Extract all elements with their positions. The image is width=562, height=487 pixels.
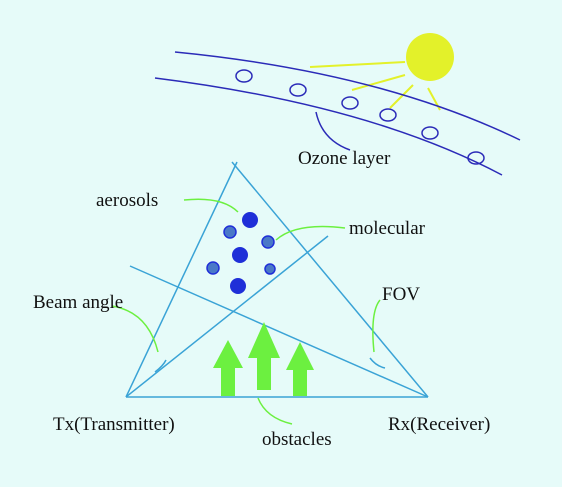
ozone-bubble	[341, 96, 359, 110]
aerosol-particle	[230, 278, 246, 294]
sun-ray	[309, 61, 406, 68]
fov-angle-arc	[369, 357, 386, 369]
receiver-label: Rx(Receiver)	[388, 414, 490, 435]
sun-ray	[351, 74, 406, 91]
up-arrow-icon	[286, 342, 314, 396]
ozone-bubble	[379, 108, 397, 122]
up-arrow-icon	[213, 340, 243, 396]
aerosols-leader	[183, 198, 239, 213]
transmitter-label: Tx(Transmitter)	[53, 414, 175, 435]
molecular-label: molecular	[349, 218, 426, 239]
beam-angle-label: Beam angle	[33, 292, 123, 313]
fov-leader	[372, 299, 381, 353]
obstacles	[213, 322, 314, 396]
obstacles-label: obstacles	[262, 429, 332, 450]
particles	[206, 212, 276, 294]
ozone-bubble	[235, 69, 253, 83]
beam-geometry	[125, 161, 429, 398]
beam-angle-arc	[154, 359, 167, 373]
aerosol-particle	[242, 212, 258, 228]
ozone-bubble	[421, 126, 439, 140]
fov-label: FOV	[382, 284, 420, 305]
sun-icon	[406, 33, 454, 81]
transmitter-beam-right	[125, 235, 329, 398]
sun-ray	[389, 84, 414, 109]
beam-angle-leader	[111, 305, 159, 353]
receiver-fov-right	[231, 161, 429, 398]
leader-lines	[111, 198, 381, 425]
ozone-leader-line	[315, 111, 351, 151]
molecule-particle	[206, 261, 220, 275]
molecule-particle	[223, 225, 237, 239]
ozone-lower-line	[154, 77, 503, 176]
ozone-bubble	[289, 83, 307, 97]
molecular-leader	[275, 225, 346, 241]
obstacles-leader	[257, 397, 293, 425]
sun-group	[309, 33, 454, 111]
ozone-layer	[154, 51, 521, 176]
aerosols-label: aerosols	[96, 190, 158, 211]
molecule-particle	[264, 263, 276, 275]
ozone-layer-label: Ozone layer	[298, 148, 391, 169]
molecule-particle	[261, 235, 275, 249]
ozone-upper-line	[174, 51, 521, 141]
up-arrow-icon	[248, 322, 280, 390]
receiver-fov-left	[129, 265, 429, 398]
aerosol-particle	[232, 247, 248, 263]
ozone-bubble	[467, 151, 485, 165]
